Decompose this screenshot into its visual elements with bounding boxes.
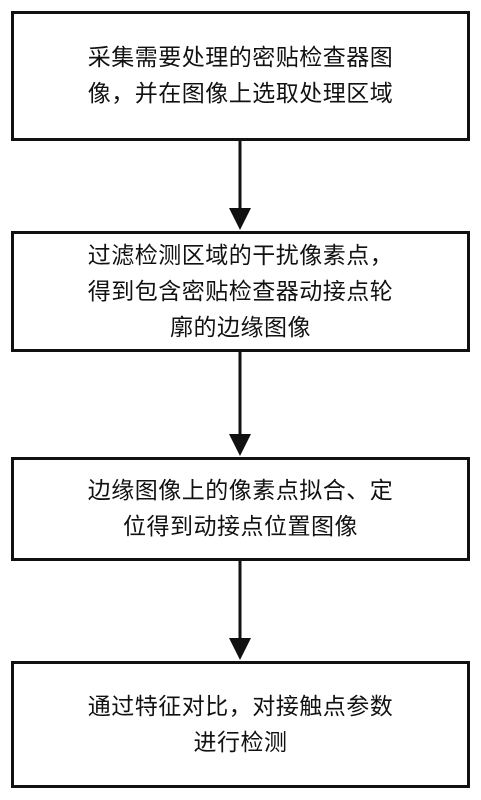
step-2-line-2: 得到包含密贴检查器动接点轮 <box>87 278 394 305</box>
arrow-2-head <box>229 434 251 456</box>
step-1-line-2: 像，并在图像上选取处理区域 <box>87 81 394 107</box>
step-4-line-2: 进行检测 <box>193 729 288 756</box>
arrow-2-to-3 <box>229 352 251 456</box>
step-2-line-1: 过滤检测区域的干扰像素点， <box>87 242 394 269</box>
step-3-line-1: 边缘图像上的像素点拟合、定 <box>87 478 394 504</box>
step-3-text: 边缘图像上的像素点拟合、定 位得到动接点位置图像 <box>88 473 394 545</box>
step-3-box: 边缘图像上的像素点拟合、定 位得到动接点位置图像 <box>11 457 470 561</box>
step-2-text: 过滤检测区域的干扰像素点， 得到包含密贴检查器动接点轮 廓的边缘图像 <box>88 238 394 346</box>
step-2-line-3: 廓的边缘图像 <box>170 314 311 341</box>
arrow-1-to-2 <box>229 141 251 230</box>
step-4-box: 通过特征对比，对接触点参数 进行检测 <box>11 661 470 788</box>
step-4-line-1: 通过特征对比，对接触点参数 <box>87 693 394 720</box>
arrow-1-head <box>229 208 251 230</box>
step-3-line-2: 位得到动接点位置图像 <box>123 514 358 540</box>
step-2-box: 过滤检测区域的干扰像素点， 得到包含密贴检查器动接点轮 廓的边缘图像 <box>11 231 470 352</box>
step-1-line-1: 采集需要处理的密贴检查器图 <box>87 45 394 71</box>
step-4-text: 通过特征对比，对接触点参数 进行检测 <box>88 689 394 761</box>
step-1-box: 采集需要处理的密贴检查器图 像，并在图像上选取处理区域 <box>11 11 470 141</box>
arrow-3-head <box>229 638 251 660</box>
step-1-text: 采集需要处理的密贴检查器图 像，并在图像上选取处理区域 <box>88 40 394 112</box>
arrow-3-to-4 <box>229 561 251 660</box>
